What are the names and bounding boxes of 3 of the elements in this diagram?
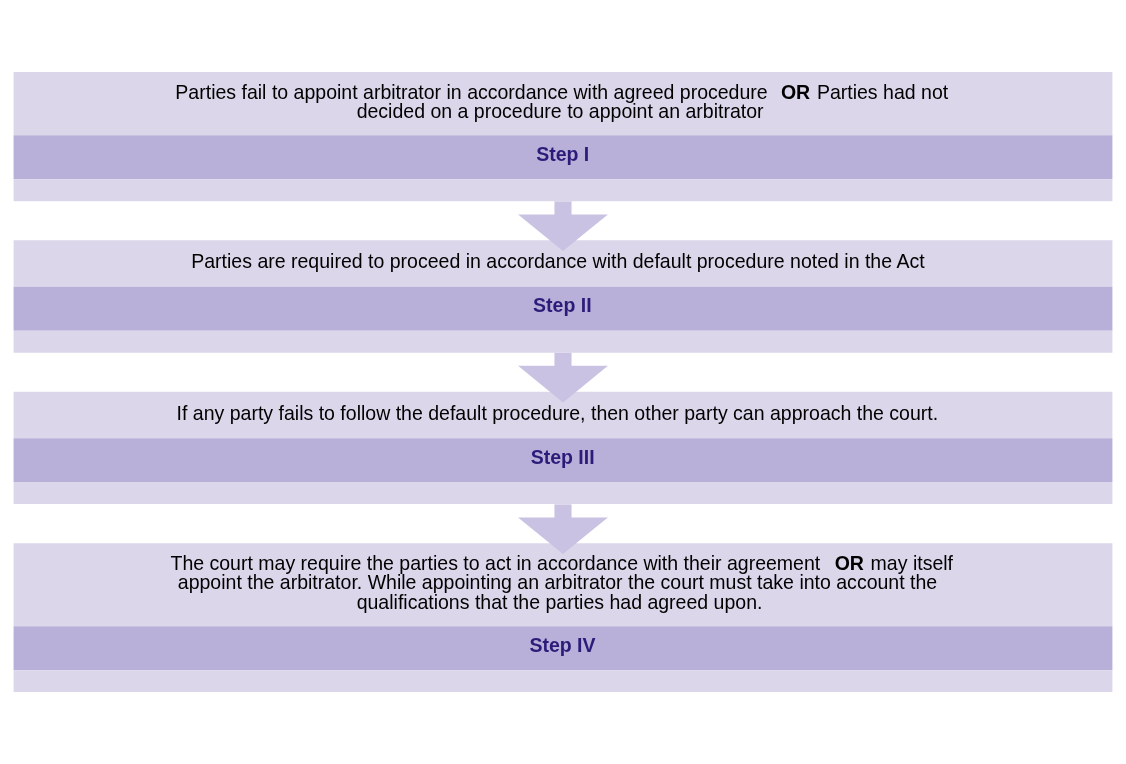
- arrow: [518, 352, 608, 403]
- arrow: [518, 201, 608, 252]
- arrow: [518, 504, 608, 555]
